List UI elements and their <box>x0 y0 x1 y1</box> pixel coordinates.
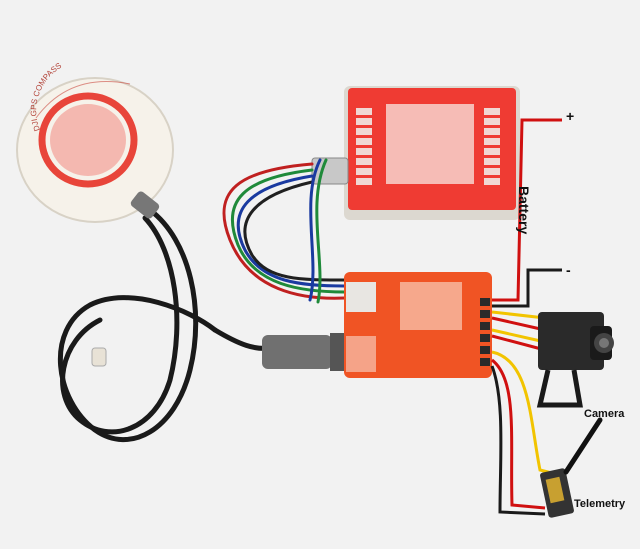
battery-minus-label: - <box>566 262 571 278</box>
battery-wires <box>492 118 562 308</box>
svg-text:DJI GPS COMPASS: DJI GPS COMPASS <box>29 61 63 132</box>
gps-plug <box>262 335 332 369</box>
camera-label: Camera <box>584 408 625 420</box>
telemetry-label: Telemetry <box>574 498 626 510</box>
osd-module <box>344 272 492 378</box>
battery-plus-label: + <box>566 108 575 124</box>
ribbon-cable <box>222 158 347 304</box>
video-transmitter <box>540 417 603 518</box>
gps-ring-label: DJI GPS COMPASS <box>29 61 63 132</box>
fpv-camera <box>536 312 614 408</box>
flight-controller-box <box>344 86 520 220</box>
av-wires <box>490 310 561 516</box>
gps-compass-puck <box>16 77 174 223</box>
